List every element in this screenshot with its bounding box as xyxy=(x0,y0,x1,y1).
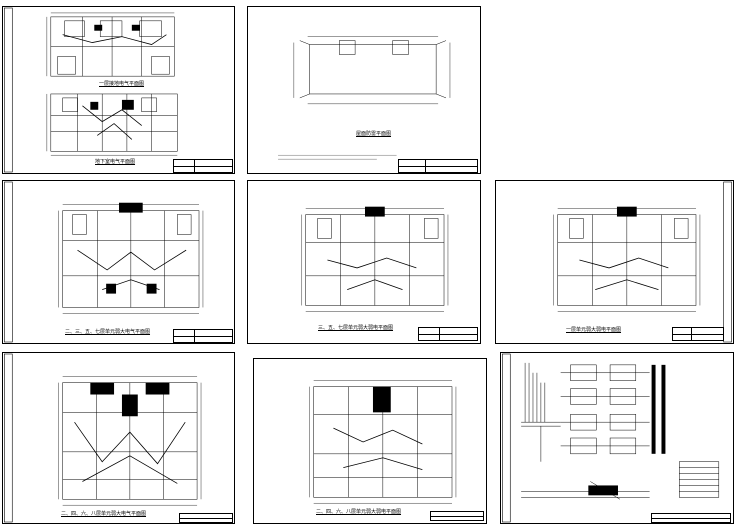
floor-plan-drawing xyxy=(4,7,178,173)
drawing-sheet-3[interactable]: 二、三、五、七层单元弱大电气平面图 xyxy=(2,180,235,344)
drawing-sheet-6[interactable]: 二、四、六、八层单元弱大电气平面图 xyxy=(2,352,235,524)
title-block xyxy=(398,159,478,173)
floor-plan-drawing xyxy=(4,353,202,523)
plan-caption: 二、四、六、八层单元弱大电气平面图 xyxy=(61,511,147,517)
drawing-sheet-7[interactable]: 二、四、六、八层单元弱大弱电平面图 xyxy=(253,358,487,524)
title-block xyxy=(651,513,731,523)
floor-plan-drawing xyxy=(301,206,449,312)
plan-caption: 二、四、六、八层单元弱大弱电平面图 xyxy=(316,509,402,515)
drawing-sheet-1[interactable]: 一层接地电气平面图 地下室电气平面图 xyxy=(2,6,235,174)
drawing-sheet-2[interactable]: 屋面防雷平面图 xyxy=(247,6,481,174)
title-block xyxy=(418,327,478,341)
roof-plan-drawing xyxy=(278,36,451,160)
plan-caption: 屋面防雷平面图 xyxy=(356,131,392,137)
drawing-sheet-4[interactable]: 三、五、七层单元弱大弱电平面图 xyxy=(247,180,481,344)
title-block xyxy=(179,513,233,523)
plan-caption: 一层单元弱大弱电平面图 xyxy=(566,327,622,333)
title-block xyxy=(173,159,233,173)
floor-plan-drawing xyxy=(309,380,457,504)
title-block xyxy=(672,327,724,341)
plan-caption: 地下室电气平面图 xyxy=(95,159,136,165)
plan-caption: 三、五、七层单元弱大弱电平面图 xyxy=(318,325,394,331)
floor-plan-drawing xyxy=(553,181,732,343)
plan-caption: 一层接地电气平面图 xyxy=(99,81,145,87)
drawing-sheet-5[interactable]: 一层单元弱大弱电平面图 xyxy=(495,180,734,344)
system-diagram-drawing xyxy=(502,353,720,523)
floor-plan-drawing xyxy=(4,181,204,343)
title-block xyxy=(173,329,233,343)
drawing-sheet-8[interactable] xyxy=(500,352,734,524)
title-block xyxy=(430,511,484,521)
plan-caption: 二、三、五、七层单元弱大电气平面图 xyxy=(65,329,151,335)
